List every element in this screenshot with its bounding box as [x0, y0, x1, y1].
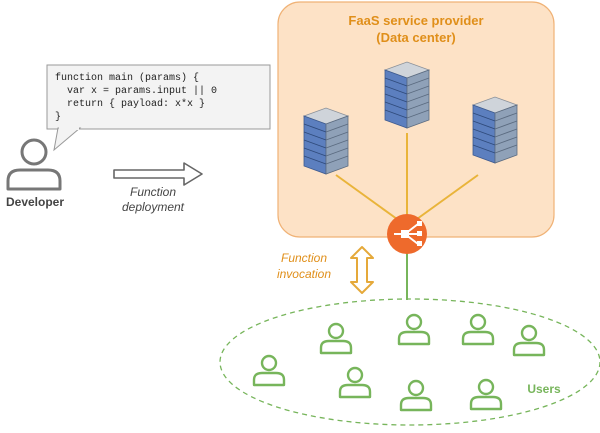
- user-icon: [469, 378, 503, 411]
- invocation-label-line2: invocation: [277, 267, 331, 281]
- user-icon: [512, 324, 546, 357]
- invocation-label-line1: Function: [281, 251, 327, 265]
- code-line: function main (params) {: [55, 72, 199, 84]
- deployment-label-line1: Function: [130, 185, 176, 199]
- code-line: return { payload: x*x }: [55, 98, 205, 110]
- user-icon: [319, 322, 353, 355]
- user-icon: [338, 366, 372, 399]
- right-arrow-icon: [113, 162, 203, 186]
- user-icon: [397, 313, 431, 346]
- code-line: var x = params.input || 0: [55, 85, 217, 97]
- code-callout: function main (params) { var x = params.…: [46, 64, 271, 152]
- load-balancer-icon: [387, 214, 427, 254]
- user-icon: [461, 313, 495, 346]
- developer-label: Developer: [6, 195, 64, 209]
- deployment-label-line2: deployment: [122, 200, 185, 214]
- server-connections: [335, 133, 479, 220]
- developer-person-icon: [6, 138, 62, 191]
- double-vertical-arrow-icon: [350, 246, 374, 294]
- server-icon: [303, 107, 349, 175]
- users-boundary: [219, 298, 600, 426]
- server-icon: [384, 61, 430, 129]
- user-icon: [252, 354, 286, 387]
- user-icon: [399, 379, 433, 412]
- provider-title: FaaS service provider: [348, 13, 483, 28]
- provider-subtitle: (Data center): [376, 30, 455, 45]
- code-line: }: [55, 111, 61, 123]
- server-icon: [472, 96, 518, 164]
- users-label: Users: [527, 382, 561, 396]
